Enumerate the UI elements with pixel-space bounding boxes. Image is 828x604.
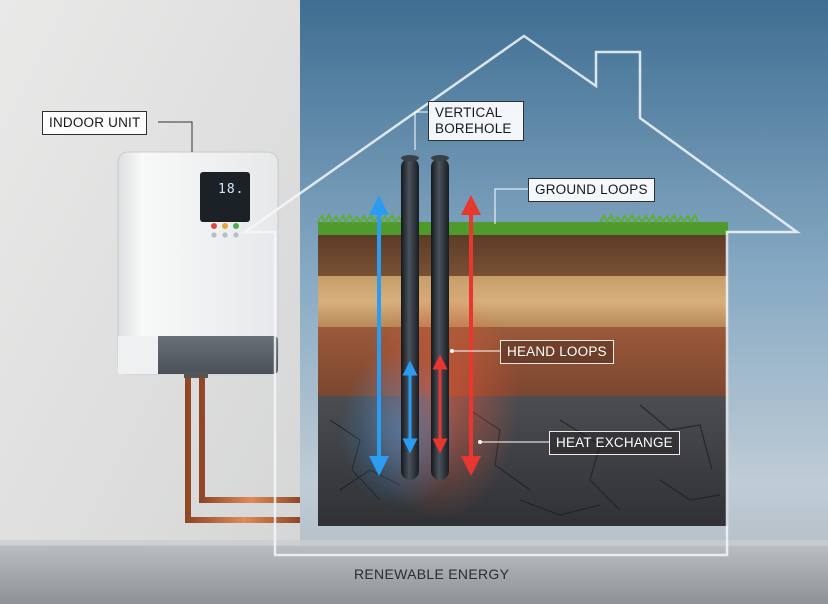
indoor-unit-label: INDOOR UNIT bbox=[42, 111, 148, 135]
renewable-energy-caption: RENEWABLE ENERGY bbox=[354, 566, 510, 582]
house-outline bbox=[241, 34, 801, 557]
heand-loops-label: HEAND LOOPS bbox=[500, 340, 614, 364]
unit-display-panel bbox=[200, 172, 250, 222]
borehole-leader bbox=[414, 111, 428, 150]
indoor-unit bbox=[117, 151, 279, 378]
heat-exchange-label: HEAT EXCHANGE bbox=[549, 431, 680, 455]
vertical-borehole-label: VERTICAL BOREHOLE bbox=[428, 101, 524, 141]
ground-loops-label: GROUND LOOPS bbox=[528, 178, 655, 202]
indoor-unit-leader bbox=[158, 121, 193, 152]
copper-pipes bbox=[185, 372, 300, 523]
ground-loops-leader bbox=[494, 188, 528, 224]
unit-display-readout: 18. bbox=[218, 182, 245, 197]
grass-layer bbox=[318, 222, 728, 235]
